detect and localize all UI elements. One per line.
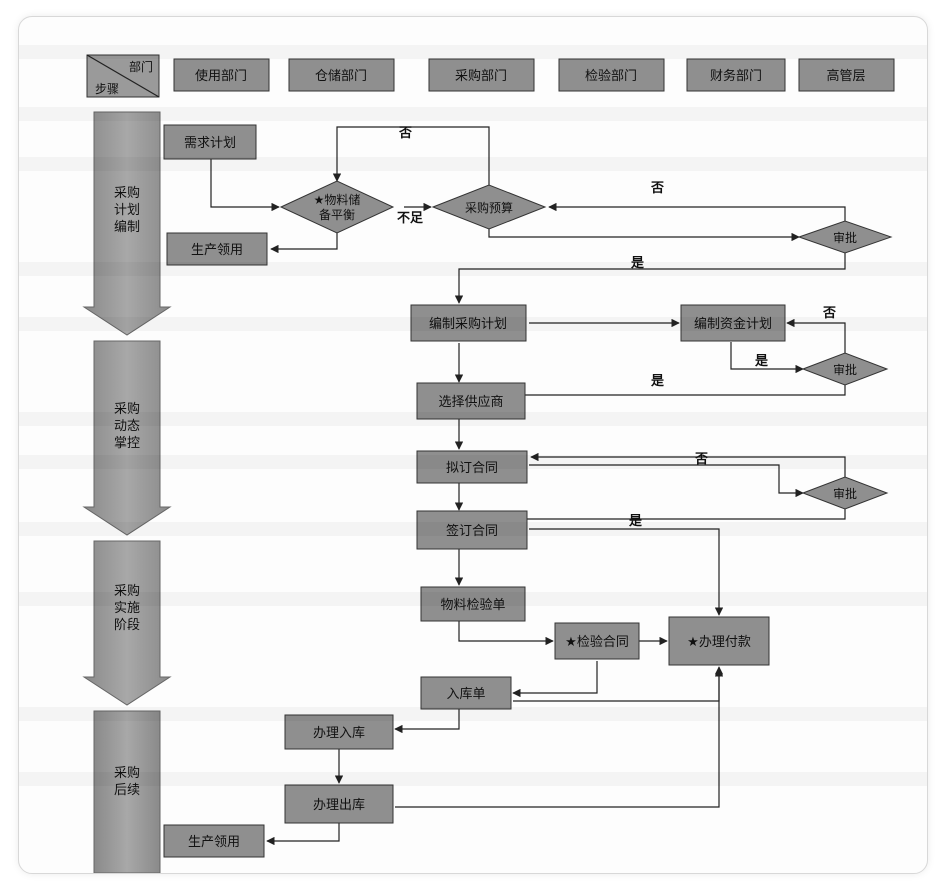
node-select-supplier-label: 选择供应商 — [438, 394, 503, 410]
node-approve-3 — [801, 476, 889, 510]
label-yes-budget: 是 — [630, 256, 645, 271]
corner-bottom-label: 步骤 — [95, 82, 119, 96]
node-inspection-contract-label: ★检验合同 — [565, 634, 629, 650]
stage-bar-1 — [82, 111, 172, 336]
dept-storage-label: 仓储部门 — [315, 69, 367, 84]
dept-executive-label: 高管层 — [826, 68, 865, 84]
node-handle-outbound — [284, 784, 394, 824]
node-sign-contract-label: 签订合同 — [446, 523, 498, 539]
dept-inspection-label: 检验部门 — [585, 68, 637, 84]
node-demand-plan-label: 需求计划 — [184, 136, 236, 151]
node-production-pick-2-label: 生产领用 — [188, 835, 240, 850]
node-draft-contract — [416, 450, 528, 484]
node-handle-payment-label: ★办理付款 — [687, 635, 751, 650]
node-handle-payment — [668, 616, 770, 666]
node-handle-outbound-label: 办理出库 — [313, 797, 365, 813]
dept-use-label: 使用部门 — [195, 68, 247, 84]
node-draft-contract-label: 拟订合同 — [446, 461, 498, 476]
node-handle-storage-label: 办理入库 — [313, 725, 365, 741]
dept-use — [173, 58, 270, 92]
nodes: 需求计划 ★物料储备平衡 采购预算 审批 生产领用 编制采购计划 编制资金计划 … — [163, 124, 893, 858]
node-approve-1-label: 审批 — [833, 230, 857, 245]
node-warehouse-receipt-label: 入库单 — [446, 686, 485, 702]
node-production-pick-2 — [163, 824, 265, 858]
stage-bar-4 — [93, 710, 161, 873]
node-make-fund-plan — [680, 304, 786, 342]
node-handle-storage — [284, 714, 394, 750]
edge-labels: 否 不足 否 是 否 是 是 否 是 — [397, 126, 836, 529]
diagram-frame: 部门 步骤 使用部门 仓储部门 采购部门 检验部门 财务部门 高管层 采购计划编… — [18, 16, 928, 874]
node-approve-3-label: 审批 — [833, 486, 857, 501]
label-yes-contract: 是 — [628, 514, 643, 529]
stage-2-label: 采购动态掌控 — [114, 401, 140, 451]
corner-diagonal — [86, 54, 160, 98]
stage-1-label: 采购计划编制 — [114, 185, 140, 235]
label-no-top: 否 — [398, 126, 412, 141]
stage-bar-2 — [82, 340, 172, 536]
node-approve-2 — [801, 352, 889, 386]
stage-column: 采购计划编制 采购动态掌控 采购实施阶段 采购后续 — [82, 111, 172, 873]
node-approve-2-label: 审批 — [833, 362, 857, 377]
node-demand-plan — [163, 124, 257, 160]
node-material-balance — [279, 180, 395, 234]
dept-finance — [686, 58, 786, 92]
label-yes-fund: 是 — [754, 354, 769, 369]
stage-3-label: 采购实施阶段 — [114, 583, 140, 633]
node-warehouse-receipt — [420, 676, 512, 710]
label-no-contract: 否 — [694, 452, 708, 467]
dept-finance-label: 财务部门 — [710, 68, 762, 84]
node-production-pick-1 — [166, 232, 268, 266]
stage-bar-3 — [82, 540, 172, 706]
node-inspection-sheet — [420, 586, 526, 622]
label-not-enough: 不足 — [397, 211, 424, 226]
node-purchase-budget — [431, 184, 547, 230]
dept-purchase — [428, 58, 535, 92]
node-production-pick-1-label: 生产领用 — [191, 243, 243, 258]
connectors — [210, 126, 846, 846]
node-inspection-sheet-label: 物料检验单 — [440, 597, 505, 613]
node-select-supplier — [416, 382, 526, 420]
node-sign-contract — [416, 510, 528, 550]
label-no-budget: 否 — [650, 181, 664, 196]
stage-4-label: 采购后续 — [114, 765, 140, 798]
dept-purchase-label: 采购部门 — [455, 68, 507, 84]
node-make-fund-plan-label: 编制资金计划 — [694, 316, 772, 332]
node-make-purchase-plan — [410, 304, 527, 342]
dept-storage — [288, 58, 395, 92]
dept-inspection — [558, 58, 665, 92]
label-no-fund: 否 — [822, 306, 836, 321]
label-yes-plan: 是 — [650, 374, 665, 389]
corner-top-label: 部门 — [129, 59, 153, 74]
node-inspection-contract — [554, 622, 640, 660]
node-approve-1 — [797, 220, 893, 254]
node-purchase-budget-label: 采购预算 — [465, 200, 513, 215]
node-make-purchase-plan-label: 编制采购计划 — [429, 316, 507, 332]
dept-executive — [798, 58, 895, 92]
node-material-balance-label: ★物料储备平衡 — [314, 192, 361, 222]
header-row: 部门 步骤 使用部门 仓储部门 采购部门 检验部门 财务部门 高管层 — [86, 54, 895, 98]
flowchart: 部门 步骤 使用部门 仓储部门 采购部门 检验部门 财务部门 高管层 采购计划编… — [82, 54, 895, 873]
